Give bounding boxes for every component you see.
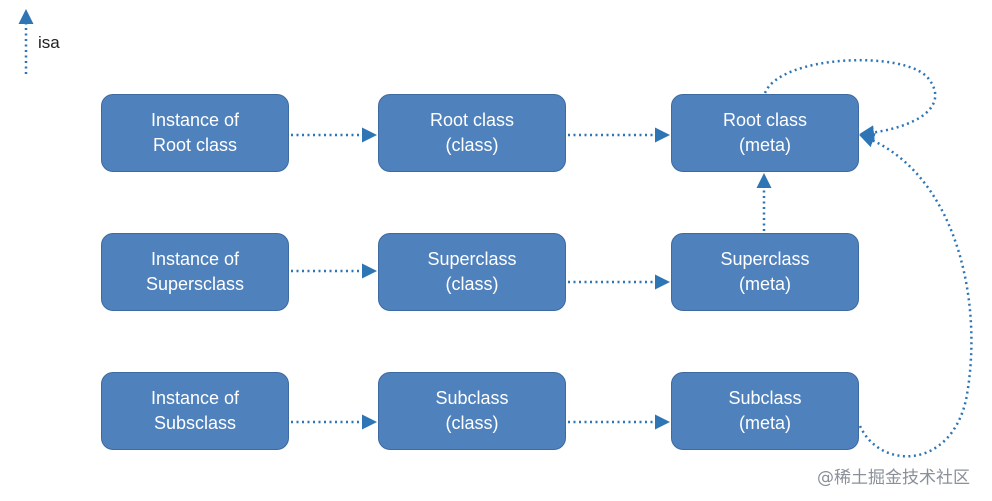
- node-superclass-meta: Superclass (meta): [671, 233, 859, 311]
- node-line-1: Instance of: [150, 388, 240, 408]
- node-line-1: Superclass: [720, 249, 810, 269]
- node-line-2: (class): [445, 135, 499, 155]
- node-root-class-meta: Root class (meta): [671, 94, 859, 172]
- node-line-1: Root class: [722, 110, 808, 130]
- node-line-2: Root class: [152, 135, 238, 155]
- arrow-sub-meta-to-root-meta: [858, 133, 973, 458]
- node-line-2: (meta): [738, 413, 791, 433]
- node-superclass-class: Superclass (class): [378, 233, 566, 311]
- node-instance-of-root-class: Instance of Root class: [101, 94, 289, 172]
- legend-isa-label: isa: [38, 33, 60, 52]
- node-line-2: (meta): [738, 135, 791, 155]
- node-root-class-class: Root class (class): [378, 94, 566, 172]
- node-line-2: Supersclass: [145, 274, 245, 294]
- node-instance-of-superclass: Instance of Supersclass: [101, 233, 289, 311]
- node-line-2: (meta): [738, 274, 791, 294]
- node-line-2: (class): [445, 274, 499, 294]
- node-subclass-class: Subclass (class): [378, 372, 566, 450]
- node-line-1: Subclass: [728, 388, 802, 408]
- node-line-1: Superclass: [427, 249, 517, 269]
- node-line-1: Root class: [429, 110, 515, 130]
- node-subclass-meta: Subclass (meta): [671, 372, 859, 450]
- node-line-2: Subsclass: [153, 413, 237, 433]
- node-instance-of-subclass: Instance of Subsclass: [101, 372, 289, 450]
- watermark: @稀土掘金技术社区: [817, 468, 970, 488]
- node-line-2: (class): [445, 413, 499, 433]
- node-line-1: Subclass: [435, 388, 509, 408]
- node-line-1: Instance of: [150, 249, 240, 269]
- node-line-1: Instance of: [150, 110, 240, 130]
